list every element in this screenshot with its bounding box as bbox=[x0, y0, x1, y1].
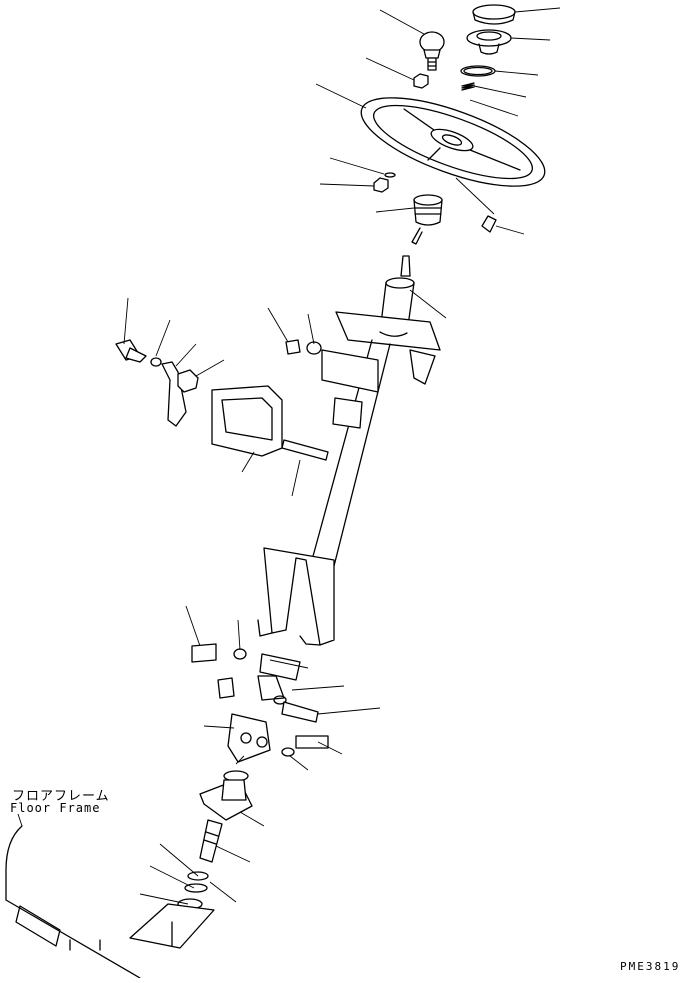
flange-bearing bbox=[199, 770, 253, 821]
steering-knob bbox=[419, 31, 445, 71]
universal-joint bbox=[191, 643, 329, 763]
floor-frame-label-jp: フロアフレーム bbox=[12, 789, 110, 804]
nut bbox=[373, 177, 389, 193]
floor-frame bbox=[5, 825, 215, 979]
knob-nut bbox=[413, 73, 429, 89]
lower-shaft bbox=[177, 819, 223, 910]
bracket-cover bbox=[211, 385, 283, 457]
horn-cap bbox=[472, 4, 516, 25]
washer bbox=[384, 172, 396, 178]
horn-contact-plate bbox=[466, 29, 512, 55]
floor-frame-label-en: Floor Frame bbox=[10, 801, 101, 815]
column-bushing bbox=[411, 194, 443, 245]
snap-ring bbox=[460, 65, 496, 77]
wheel-pin bbox=[481, 215, 497, 233]
steering-shaft bbox=[400, 255, 411, 277]
steering-wheel bbox=[360, 97, 546, 187]
steering-column bbox=[257, 277, 441, 646]
leader-lines bbox=[17, 7, 561, 905]
tilt-lever bbox=[115, 339, 329, 461]
drawing-code: PME3819 bbox=[620, 960, 681, 973]
spring bbox=[461, 82, 475, 91]
